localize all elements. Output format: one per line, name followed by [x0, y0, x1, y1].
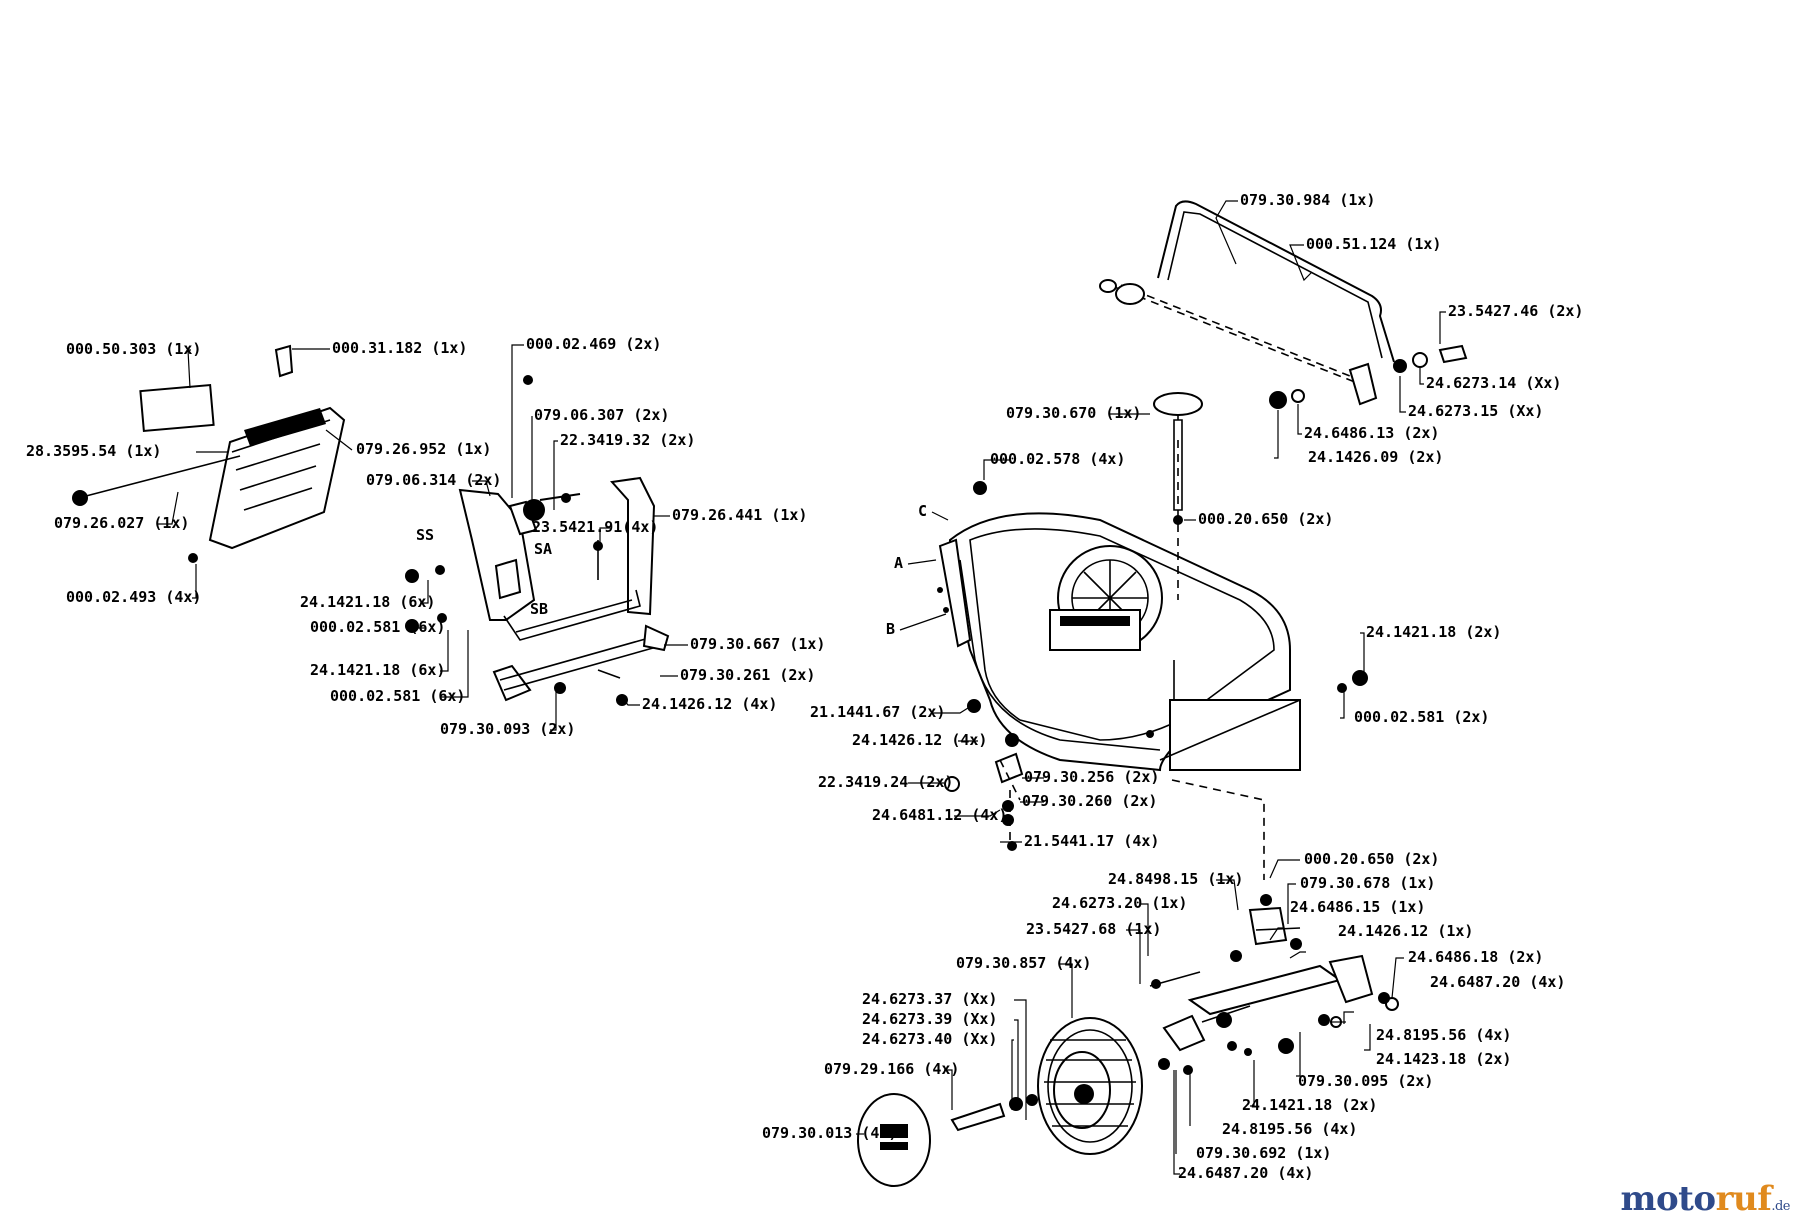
ref-sa: SA: [534, 540, 552, 558]
part-label: 079.26.952 (1x): [356, 440, 491, 458]
part-label: 24.1423.18 (2x): [1376, 1050, 1511, 1068]
part-label: 24.6486.15 (1x): [1290, 898, 1425, 916]
part-label: 24.8195.56 (4x): [1376, 1026, 1511, 1044]
watermark-logo: motoruf.de: [1620, 1179, 1791, 1219]
part-label: 28.3595.54 (1x): [26, 442, 161, 460]
part-label: 000.31.182 (1x): [332, 339, 467, 357]
part-label: 24.1426.12 (1x): [1338, 922, 1473, 940]
part-label: 24.6273.14 (Xx): [1426, 374, 1561, 392]
hub-cap: [857, 1093, 931, 1187]
part-label: 24.1426.12 (4x): [642, 695, 777, 713]
part-label: 24.6486.18 (2x): [1408, 948, 1543, 966]
engine-knob: [1153, 392, 1203, 600]
rear-wheel: [950, 1017, 1143, 1155]
part-label: 079.30.093 (2x): [440, 720, 575, 738]
part-label: 079.30.095 (2x): [1298, 1072, 1433, 1090]
watermark-part3: .de: [1771, 1199, 1790, 1214]
part-label: 24.1421.18 (2x): [1366, 623, 1501, 641]
part-label: 24.6273.40 (Xx): [862, 1030, 997, 1048]
part-label: 24.1421.18 (6x): [300, 593, 435, 611]
part-label: 000.20.650 (2x): [1304, 850, 1439, 868]
part-label: 000.50.303 (1x): [66, 340, 201, 358]
part-label: 079.06.314 (2x): [366, 471, 501, 489]
part-label: 079.30.261 (2x): [680, 666, 815, 684]
part-label: 24.6487.20 (4x): [1178, 1164, 1313, 1182]
part-label: 24.8195.56 (4x): [1222, 1120, 1357, 1138]
handle-assembly: [1099, 200, 1468, 409]
part-label: 000.20.650 (2x): [1198, 510, 1333, 528]
ref-b: B: [886, 620, 895, 638]
part-label: 24.1426.09 (2x): [1308, 448, 1443, 466]
watermark-part2: ruf: [1715, 1179, 1772, 1219]
ref-a: A: [894, 554, 903, 572]
ref-ss: SS: [416, 526, 434, 544]
part-label: 079.06.307 (2x): [534, 406, 669, 424]
part-label: 000.02.469 (2x): [526, 335, 661, 353]
part-label: 21.5441.17 (4x): [1024, 832, 1159, 850]
part-label: 21.1441.67 (2x): [810, 703, 945, 721]
part-label: 22.3419.32 (2x): [560, 431, 695, 449]
part-label: 000.02.581 (6x): [310, 618, 445, 636]
part-label: 24.6273.15 (Xx): [1408, 402, 1543, 420]
ref-sb: SB: [530, 600, 548, 618]
part-label: 079.29.166 (4x): [824, 1060, 959, 1078]
watermark-part1: moto: [1620, 1179, 1717, 1219]
part-label: 24.1421.18 (6x): [310, 661, 445, 679]
part-label: 079.30.013 (4x): [762, 1124, 897, 1142]
part-label: 000.02.581 (6x): [330, 687, 465, 705]
part-label: 24.1421.18 (2x): [1242, 1096, 1377, 1114]
part-label: 23.5427.68 (1x): [1026, 920, 1161, 938]
part-label: 079.30.260 (2x): [1022, 792, 1157, 810]
part-label: 24.8498.15 (1x): [1108, 870, 1243, 888]
part-label: 24.6486.13 (2x): [1304, 424, 1439, 442]
part-label: 000.02.581 (2x): [1354, 708, 1489, 726]
part-label: 000.02.493 (4x): [66, 588, 201, 606]
part-label: 000.51.124 (1x): [1306, 235, 1441, 253]
part-label: 23.5421.91(4x): [532, 518, 658, 536]
part-label: 24.6273.37 (Xx): [862, 990, 997, 1008]
part-label: 079.30.678 (1x): [1300, 874, 1435, 892]
leader-lines: [158, 200, 1446, 1175]
part-label: 24.1426.12 (4x): [852, 731, 987, 749]
part-label: 079.30.692 (1x): [1196, 1144, 1331, 1162]
part-label: 079.26.027 (1x): [54, 514, 189, 532]
deck-hardware: [944, 481, 1368, 851]
part-label: 000.02.578 (4x): [990, 450, 1125, 468]
part-label: 079.30.667 (1x): [690, 635, 825, 653]
grass-catcher-bracket: [72, 344, 346, 563]
axle-parts: [1149, 779, 1399, 1075]
part-label: 24.6273.39 (Xx): [862, 1010, 997, 1028]
reference-letters: C A B SS SA SB: [416, 502, 949, 638]
part-label: 079.30.670 (1x): [1006, 404, 1141, 422]
part-label: 079.30.984 (1x): [1240, 191, 1375, 209]
height-adjust-lever: [492, 624, 670, 706]
part-label: 24.6481.12 (4x): [872, 806, 1007, 824]
ref-c: C: [918, 502, 927, 520]
part-label: 24.6487.20 (4x): [1430, 973, 1565, 991]
part-label: 24.6273.20 (1x): [1052, 894, 1187, 912]
part-labels: 079.30.984 (1x) 000.51.124 (1x) 23.5427.…: [26, 191, 1583, 1182]
part-label: 079.30.857 (4x): [956, 954, 1091, 972]
part-label: 22.3419.24 (2x): [818, 773, 953, 791]
part-label: 079.30.256 (2x): [1024, 768, 1159, 786]
mower-deck: [937, 512, 1301, 772]
part-label: 079.26.441 (1x): [672, 506, 807, 524]
part-label: 23.5427.46 (2x): [1448, 302, 1583, 320]
rear-flap-bracket: [405, 375, 656, 641]
